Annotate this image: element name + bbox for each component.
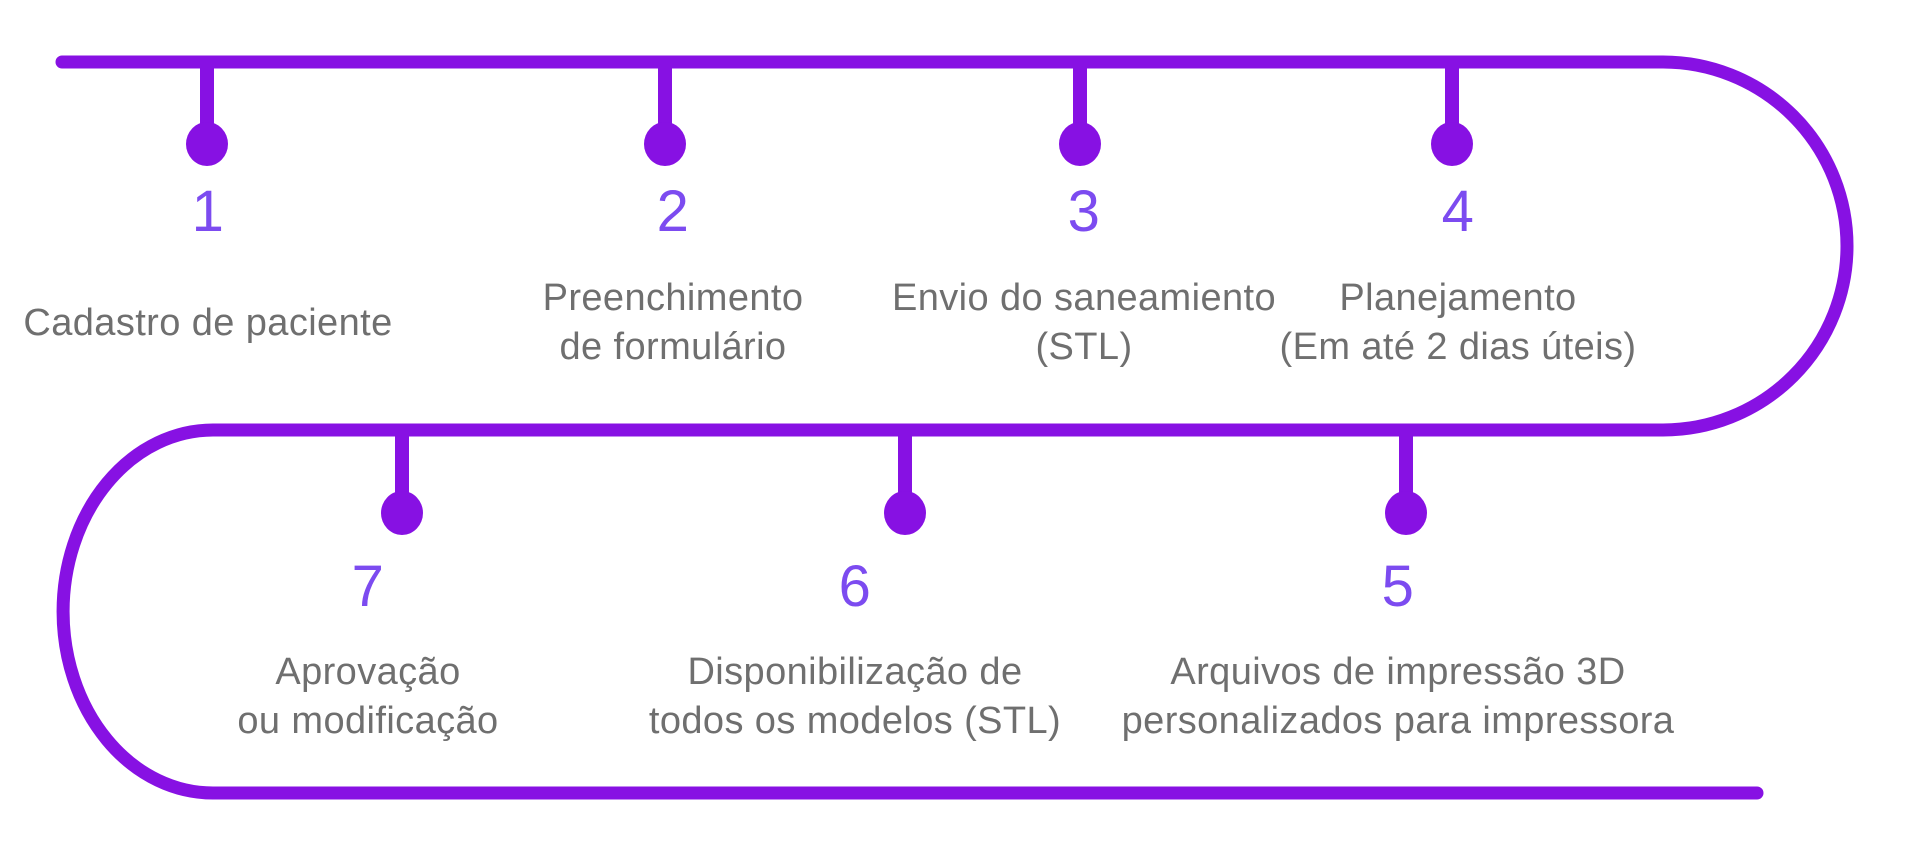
step-1-dot-icon: [186, 122, 228, 166]
step-4-number: 4: [1441, 179, 1475, 244]
step-2-dot-icon: [644, 122, 686, 166]
step-1-label: Cadastro de paciente: [23, 301, 393, 344]
step-5-number: 5: [1381, 554, 1415, 619]
step-3-number: 3: [1067, 179, 1101, 244]
snake-track-line: [55, 55, 1854, 800]
step-4-label: Planejamento (Em até 2 dias úteis): [1279, 277, 1637, 368]
step-markers: [186, 62, 1473, 535]
step-6-dot-icon: [884, 491, 926, 535]
step-4-dot-icon: [1431, 122, 1473, 166]
step-5-dot-icon: [1385, 491, 1427, 535]
step-7-dot-icon: [381, 491, 423, 535]
step-6-number: 6: [838, 554, 872, 619]
step-7-label: Aprovação ou modificação: [237, 651, 499, 742]
step-1-number: 1: [191, 179, 225, 244]
step-3-dot-icon: [1059, 122, 1101, 166]
step-2-number: 2: [656, 179, 690, 244]
step-7-number: 7: [351, 554, 385, 619]
step-6-label: Disponibilização de todos os modelos (ST…: [648, 651, 1062, 742]
step-5-label: Arquivos de impressão 3D personalizados …: [1121, 651, 1675, 742]
step-2-label: Preenchimento de formulário: [542, 277, 804, 368]
step-3-label: Envio do saneamiento (STL): [891, 277, 1277, 368]
